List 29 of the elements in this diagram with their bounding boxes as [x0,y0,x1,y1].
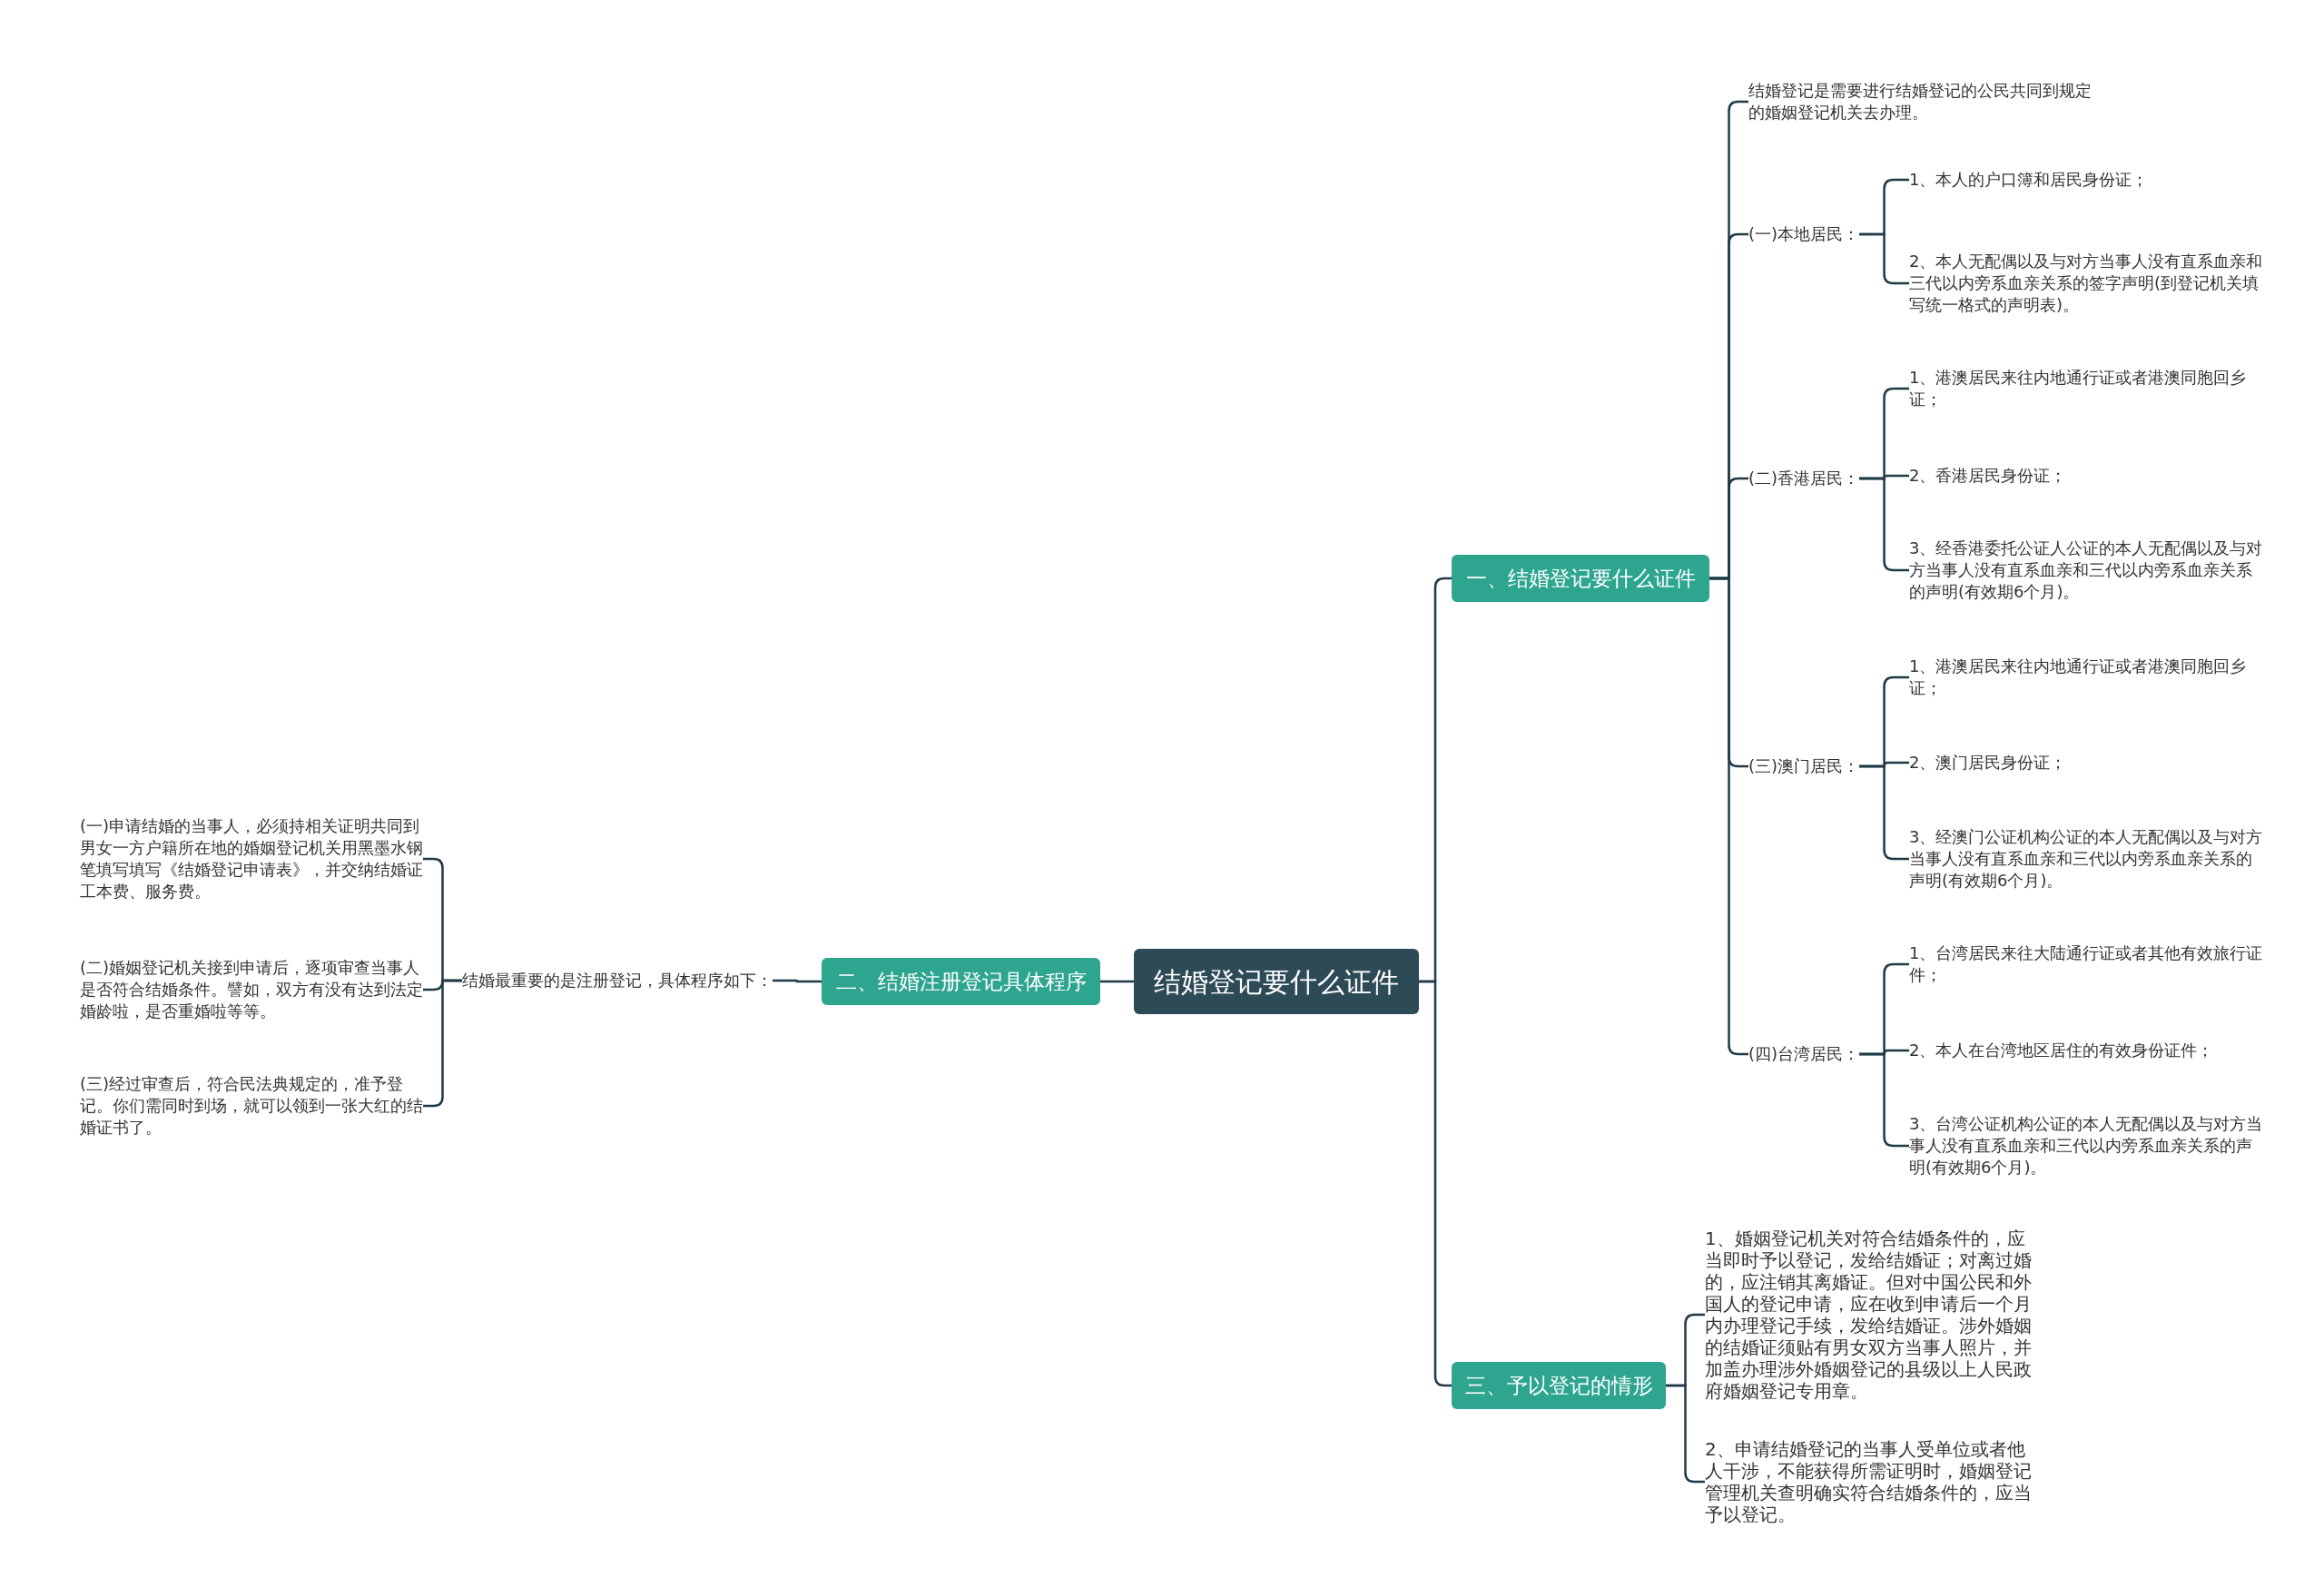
topic-text: (三)澳门居民： [1748,755,1860,777]
topic-text: 1、港澳居民来往内地通行证或者港澳同胞回乡证； [1909,656,2263,699]
connector-line [773,979,822,983]
topic-text: 结婚最重要的是注册登记，具体程序如下： [462,970,773,991]
topic-text: (一)本地居民： [1748,223,1860,245]
topic-text: (四)台湾居民： [1748,1043,1860,1065]
topic-text: (一)申请结婚的当事人，必须持相关证明共同到男女一方户籍所在地的婚姻登记机关用黑墨水钢笔填写填写《结婚登记申请表》，并交纳结婚证工本费、服务费。 [80,815,423,902]
topic-text: 3、经澳门公证机构公证的本人无配偶以及与对方当事人没有直系血亲和三代以内旁系血亲关系的声明(有效期6个月)。 [1909,826,2263,892]
topic-text: 1、台湾居民来往大陆通行证或者其他有效旅行证件； [1909,942,2263,986]
topic-text: 3、台湾公证机构公证的本人无配偶以及与对方当事人没有直系血亲和三代以内旁系血亲关系的声明(有效期6个月)。 [1909,1113,2263,1179]
topic-text: 3、经香港委托公证人公证的本人无配偶以及与对方当事人没有直系血亲和三代以内旁系血亲关系的声明(有效期6个月)。 [1909,538,2263,603]
topic-text: 2、澳门居民身份证； [1909,752,2263,774]
topic-text: (二)婚姻登记机关接到申请后，逐项审查当事人是否符合结婚条件。譬如，双方有没有达到法定婚龄啦，是否重婚啦等等。 [80,957,423,1022]
topic-text: 2、本人在台湾地区居住的有效身份证件； [1909,1040,2263,1061]
connector-line [1419,980,1452,1387]
root-topic: 结婚登记要什么证件 [1134,949,1419,1014]
connector-line [1100,980,1134,983]
topic-text: 2、香港居民身份证； [1909,465,2263,487]
topic-text: 1、婚姻登记机关对符合结婚条件的，应当即时予以登记，发给结婚证；对离过婚的，应注销其离婚证。但对中国公民和外国人的登记申请，应在收到申请后一个月内办理登记手续，发给结婚证。涉外婚姻的结婚证须贴有男女双方当事人照片，并加盖办理涉外婚姻登记的县级以上人民政府婚姻登记专用章。 [1705,1228,2032,1402]
branch-topic: 二、结婚注册登记具体程序 [822,958,1100,1005]
topic-text: 1、港澳居民来往内地通行证或者港澳同胞回乡证； [1909,367,2263,410]
topic-text: 2、申请结婚登记的当事人受单位或者他人干涉，不能获得所需证明时，婚姻登记管理机关查明确实符合结婚条件的，应当予以登记。 [1705,1438,2032,1525]
topic-text: 2、本人无配偶以及与对方当事人没有直系血亲和三代以内旁系血亲关系的签字声明(到登记机关填写统一格式的声明表)。 [1909,251,2263,316]
topic-text: 结婚登记是需要进行结婚登记的公民共同到规定的婚姻登记机关去办理。 [1748,80,2093,123]
branch-topic: 一、结婚登记要什么证件 [1452,555,1709,602]
topic-text: 1、本人的户口簿和居民身份证； [1909,169,2263,191]
branch-topic: 三、予以登记的情形 [1452,1362,1666,1409]
topic-text: (三)经过审查后，符合民法典规定的，准予登记。你们需同时到场，就可以领到一张大红的结婚证书了。 [80,1073,423,1139]
topic-text: (二)香港居民： [1748,468,1860,489]
